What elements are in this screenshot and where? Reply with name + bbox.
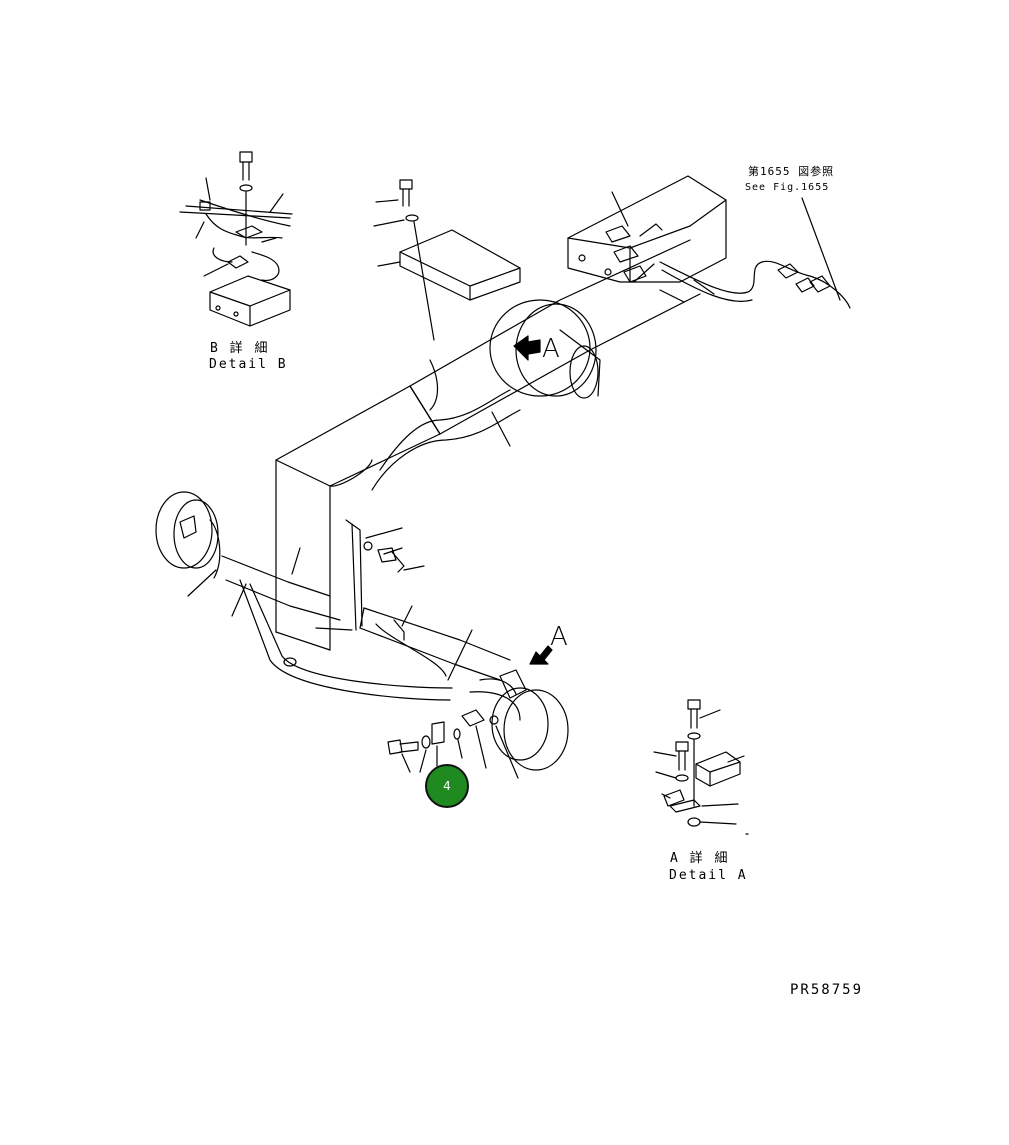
detail-b-label-jp: B 詳 細 (210, 341, 270, 356)
cover-assembly-drawing (373, 179, 521, 341)
detail-b-label-en: Detail B (209, 357, 288, 372)
callout-number: 4 (443, 779, 451, 793)
detail-a-label-jp: A 詳 細 (670, 851, 730, 866)
axle-frame-drawing (155, 239, 701, 779)
reference-label-en: See Fig.1655 (745, 182, 830, 193)
detail-b-drawing (179, 151, 293, 327)
controller-unit-drawing (567, 175, 851, 309)
view-marker-upper: A (542, 334, 560, 364)
detail-a-label-en: Detail A (669, 868, 748, 883)
reference-label-jp: 第1655 図参照 (748, 165, 835, 178)
part-callout-4[interactable]: 4 (425, 764, 469, 808)
view-marker-lower: A (550, 622, 568, 652)
detail-a-drawing (653, 699, 749, 835)
drawing-code: PR58759 (790, 982, 864, 998)
